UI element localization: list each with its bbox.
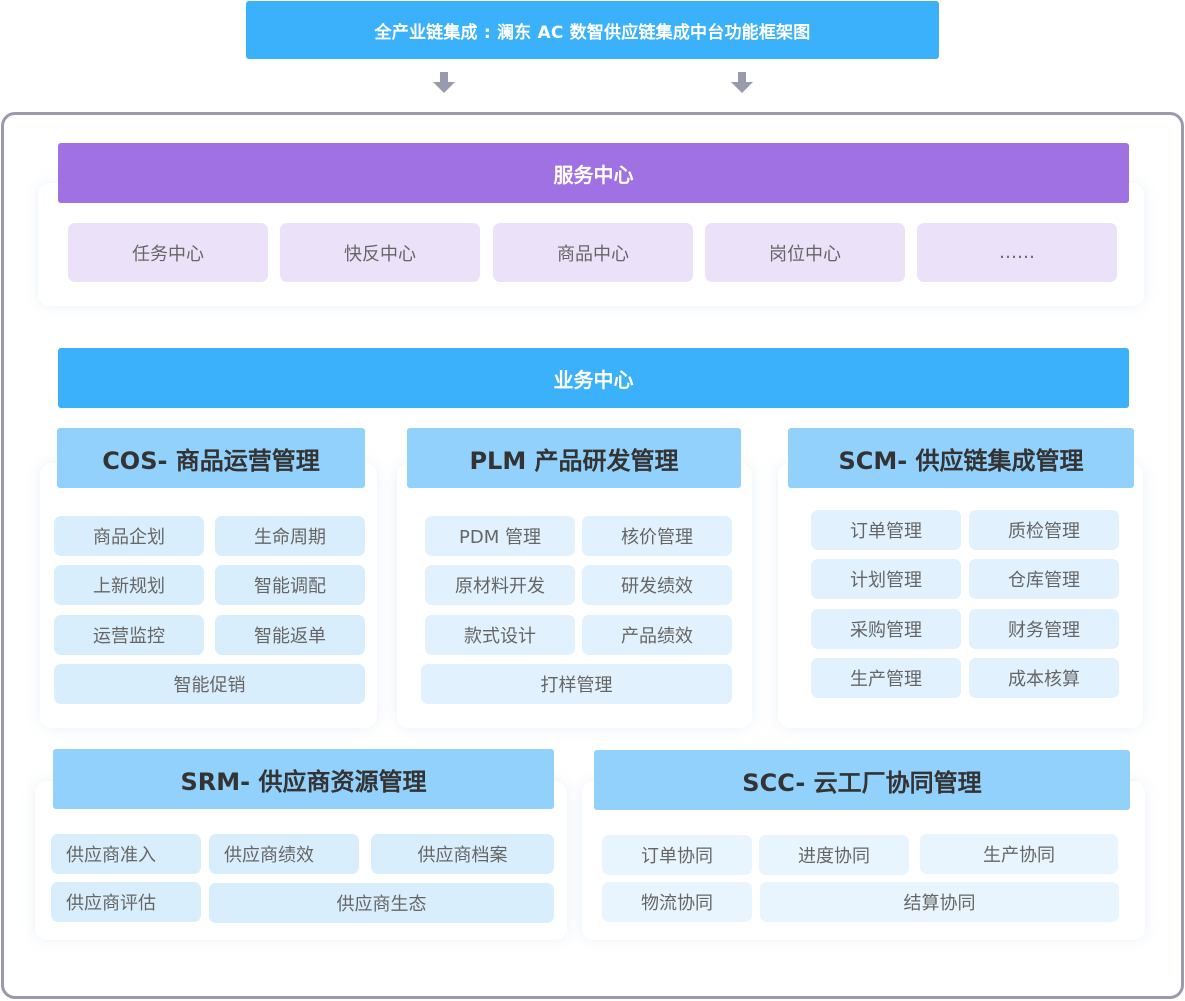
scm-item[interactable]: 订单管理 — [811, 510, 961, 550]
scm-item[interactable]: 成本核算 — [969, 658, 1119, 698]
cos-item-label: 智能促销 — [173, 675, 246, 696]
scc-item-label: 结算协同 — [903, 893, 976, 914]
cos-item[interactable]: 上新规划 — [54, 565, 204, 605]
diagram-title-banner: 全产业链集成 : 澜东 AC 数智供应链集成中台功能框架图 — [246, 1, 939, 59]
service-item-label: 任务中心 — [132, 243, 204, 265]
srm-item-label: 供应商绩效 — [224, 845, 314, 866]
service-item[interactable]: 商品中心 — [493, 223, 693, 282]
cos-module-title: COS- 商品运营管理 — [102, 446, 320, 475]
plm-module-header: PLM 产品研发管理 — [407, 428, 741, 488]
service-item[interactable]: 快反中心 — [280, 223, 480, 282]
srm-module-header: SRM- 供应商资源管理 — [53, 749, 554, 809]
plm-item[interactable]: 核价管理 — [582, 516, 732, 556]
srm-item-label: 供应商准入 — [66, 845, 156, 866]
plm-item-label: PDM 管理 — [459, 527, 541, 548]
scc-item[interactable]: 生产协同 — [920, 834, 1118, 874]
cos-module-header: COS- 商品运营管理 — [57, 428, 365, 488]
cos-item[interactable]: 运营监控 — [54, 615, 204, 655]
scm-item-label: 质检管理 — [1008, 521, 1080, 542]
scm-item-label: 计划管理 — [850, 570, 922, 591]
scc-module-header: SCC- 云工厂协同管理 — [594, 750, 1130, 810]
plm-item-label: 款式设计 — [464, 626, 536, 647]
cos-item[interactable]: 智能调配 — [215, 565, 365, 605]
service-item-label: …… — [999, 242, 1035, 263]
scm-item[interactable]: 生产管理 — [811, 658, 961, 698]
cos-item-label: 运营监控 — [93, 626, 165, 647]
scm-item-label: 成本核算 — [1008, 669, 1080, 690]
srm-item[interactable]: 供应商评估 — [51, 882, 201, 922]
plm-item-label: 核价管理 — [621, 527, 693, 548]
srm-item[interactable]: 供应商生态 — [209, 883, 554, 923]
plm-item-label: 产品绩效 — [621, 626, 693, 647]
cos-item[interactable]: 生命周期 — [215, 516, 365, 556]
scm-item[interactable]: 财务管理 — [969, 609, 1119, 649]
scm-item-label: 财务管理 — [1008, 620, 1080, 641]
scc-item-label: 订单协同 — [641, 846, 713, 867]
service-center-label: 服务中心 — [553, 162, 634, 187]
srm-item[interactable]: 供应商准入 — [51, 834, 201, 874]
business-center-label: 业务中心 — [553, 367, 634, 392]
service-item-label: 快反中心 — [344, 243, 416, 265]
plm-item[interactable]: 产品绩效 — [582, 615, 732, 655]
plm-item[interactable]: PDM 管理 — [425, 516, 575, 556]
plm-item[interactable]: 原材料开发 — [425, 565, 575, 605]
srm-item[interactable]: 供应商档案 — [371, 834, 554, 874]
cos-item-label: 智能调配 — [254, 576, 326, 597]
service-item[interactable]: 任务中心 — [68, 223, 268, 282]
scm-module-title: SCM- 供应链集成管理 — [838, 446, 1084, 475]
scm-item[interactable]: 质检管理 — [969, 510, 1119, 550]
scm-module-header: SCM- 供应链集成管理 — [788, 428, 1134, 488]
plm-item-label: 打样管理 — [540, 675, 613, 696]
srm-item-label: 供应商档案 — [417, 845, 508, 866]
plm-item[interactable]: 款式设计 — [425, 615, 575, 655]
scm-item[interactable]: 采购管理 — [811, 609, 961, 649]
arrow-down-icon — [433, 72, 455, 94]
scc-item-label: 生产协同 — [983, 845, 1055, 866]
scm-item-label: 生产管理 — [850, 669, 922, 690]
cos-item-label: 商品企划 — [93, 527, 165, 548]
scm-item-label: 采购管理 — [850, 620, 922, 641]
srm-item-label: 供应商生态 — [336, 894, 427, 915]
arrow-down-icon — [731, 72, 753, 94]
cos-item[interactable]: 智能促销 — [54, 664, 365, 704]
plm-item-label: 原材料开发 — [455, 576, 545, 597]
scc-item[interactable]: 进度协同 — [759, 835, 909, 875]
scc-item[interactable]: 物流协同 — [602, 882, 752, 922]
diagram-title: 全产业链集成 : 澜东 AC 数智供应链集成中台功能框架图 — [374, 22, 811, 43]
srm-item-label: 供应商评估 — [66, 893, 156, 914]
business-center-header: 业务中心 — [58, 348, 1129, 408]
plm-item-label: 研发绩效 — [621, 576, 693, 597]
srm-item[interactable]: 供应商绩效 — [209, 834, 359, 874]
cos-item-label: 智能返单 — [254, 626, 326, 647]
cos-item[interactable]: 智能返单 — [215, 615, 365, 655]
plm-module-title: PLM 产品研发管理 — [469, 446, 679, 475]
service-item-label: 商品中心 — [557, 243, 629, 265]
scm-item[interactable]: 计划管理 — [811, 559, 961, 599]
cos-item[interactable]: 商品企划 — [54, 516, 204, 556]
service-item[interactable]: 岗位中心 — [705, 223, 905, 282]
scc-item-label: 进度协同 — [798, 846, 870, 867]
plm-item[interactable]: 研发绩效 — [582, 565, 732, 605]
srm-module-title: SRM- 供应商资源管理 — [180, 767, 427, 796]
service-center-header: 服务中心 — [58, 143, 1129, 203]
service-item-more[interactable]: …… — [917, 223, 1117, 282]
scc-module-title: SCC- 云工厂协同管理 — [742, 768, 982, 797]
scm-item-label: 仓库管理 — [1008, 570, 1080, 591]
scc-item[interactable]: 结算协同 — [760, 882, 1119, 922]
scm-item[interactable]: 仓库管理 — [969, 559, 1119, 599]
plm-item[interactable]: 打样管理 — [421, 664, 732, 704]
scm-item-label: 订单管理 — [850, 521, 922, 542]
cos-item-label: 生命周期 — [254, 527, 326, 548]
service-item-label: 岗位中心 — [769, 243, 841, 265]
scc-item-label: 物流协同 — [641, 893, 713, 914]
cos-item-label: 上新规划 — [93, 576, 165, 597]
scc-item[interactable]: 订单协同 — [602, 835, 752, 875]
